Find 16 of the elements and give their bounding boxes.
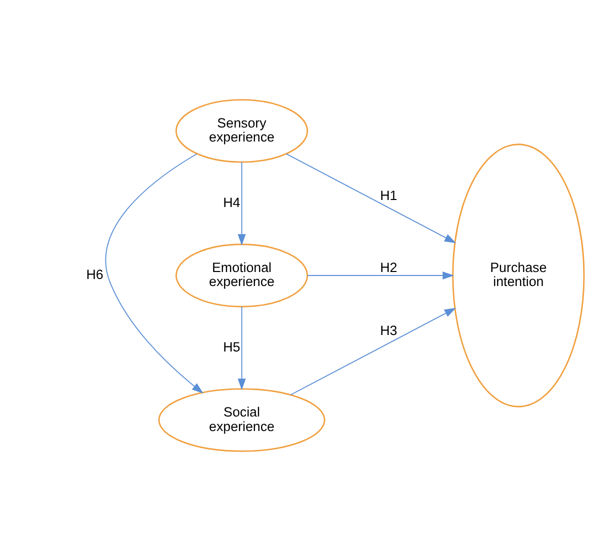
node-ellipse: Social experience — [158, 388, 326, 452]
node-ellipse: Purchase intention — [452, 143, 585, 407]
arrow — [286, 152, 456, 243]
edge-label: H1 — [380, 188, 398, 203]
arrow — [238, 161, 246, 246]
edge-label: H6 — [86, 266, 104, 282]
edge-label: H3 — [380, 322, 398, 338]
arrow — [105, 152, 204, 393]
arrow — [307, 270, 454, 280]
arrow — [238, 306, 246, 390]
arrow — [290, 307, 456, 395]
node-ellipse: Emotional experience — [175, 243, 308, 307]
edge-label: H4 — [223, 194, 240, 210]
node-ellipse: Sensory experience — [175, 98, 308, 162]
edge-label: H2 — [380, 259, 398, 274]
edge-label: H5 — [223, 338, 240, 354]
